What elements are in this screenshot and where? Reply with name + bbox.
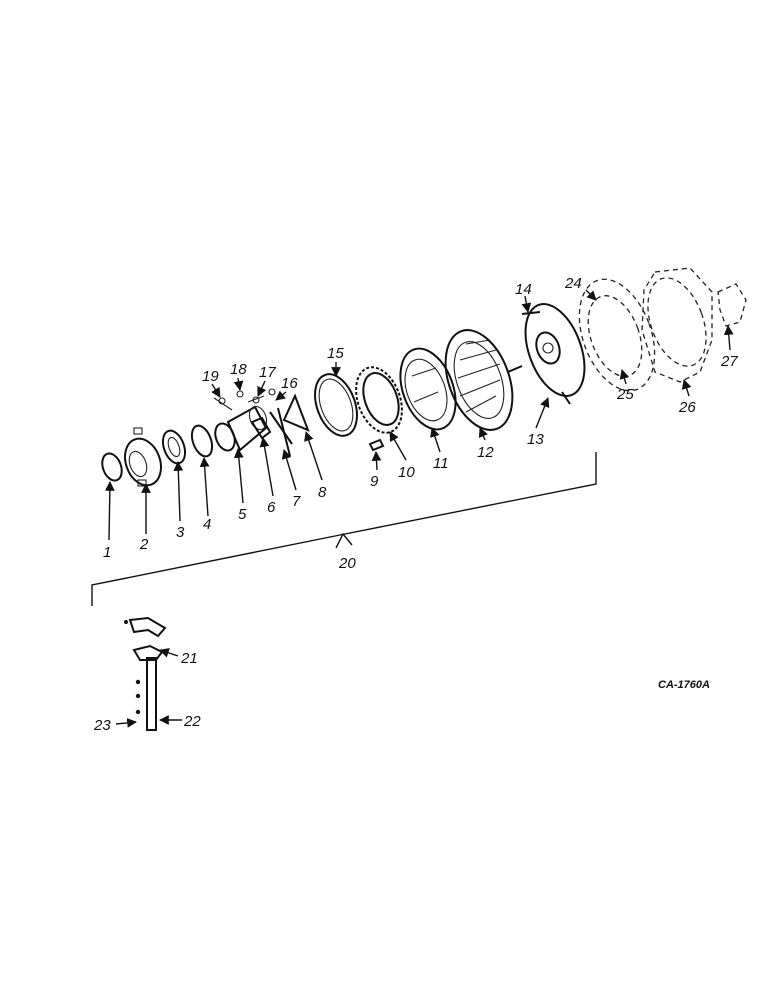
part-26-bell-housing — [641, 267, 713, 383]
callout-2: 2 — [139, 536, 149, 553]
part-4-ring — [190, 424, 214, 458]
reference-code: CA-1760A — [658, 679, 710, 691]
callout-3: 3 — [176, 524, 185, 541]
callout-14: 14 — [515, 281, 532, 298]
callout-23: 23 — [93, 717, 111, 734]
callout-12: 12 — [477, 444, 494, 461]
part-22-shaft — [146, 657, 157, 731]
part-13-hub — [507, 303, 586, 405]
callout-16: 16 — [281, 375, 298, 392]
callout-1: 1 — [103, 544, 111, 561]
part-14-pin — [521, 311, 541, 315]
part-6-lever — [250, 416, 272, 440]
part-10-toothed-disc — [355, 366, 403, 434]
callout-19: 19 — [202, 368, 219, 385]
part-15-ring — [314, 373, 358, 437]
callout-9: 9 — [370, 473, 379, 490]
callout-26: 26 — [678, 399, 696, 416]
callout-10: 10 — [398, 464, 415, 481]
callout-13: 13 — [527, 431, 544, 448]
callout-21: 21 — [180, 650, 198, 667]
callout-4: 4 — [203, 516, 211, 533]
group-20-bracket — [91, 452, 597, 606]
callout-17: 17 — [259, 364, 276, 381]
part-1-snap-ring — [101, 452, 123, 482]
callout-7: 7 — [292, 493, 301, 510]
part-2-release-bearing — [124, 427, 162, 487]
part-3-ring — [161, 429, 187, 465]
part-11-disc — [399, 347, 457, 431]
callout-8: 8 — [318, 484, 327, 501]
callout-5: 5 — [238, 506, 247, 523]
part-5-carrier — [214, 405, 268, 452]
group-20-bracket-peak — [335, 532, 353, 549]
callout-22: 22 — [183, 713, 201, 730]
leader-lines — [104, 289, 734, 728]
part-9-clip — [368, 438, 385, 452]
callout-11: 11 — [433, 455, 449, 472]
part-23-keys — [124, 620, 141, 715]
part-16-19-hardware — [213, 388, 276, 411]
part-8-spring — [282, 393, 310, 432]
part-21-release-fork — [128, 616, 167, 661]
part-12-pressure-plate — [444, 329, 514, 431]
callout-15: 15 — [327, 345, 344, 362]
callout-25: 25 — [616, 386, 634, 403]
callout-27: 27 — [720, 353, 738, 370]
part-7-links — [269, 407, 293, 457]
callout-6: 6 — [267, 499, 276, 516]
callout-18: 18 — [230, 361, 247, 378]
part-27-cover — [717, 283, 747, 327]
callout-24: 24 — [564, 275, 582, 292]
callout-20: 20 — [338, 555, 356, 572]
